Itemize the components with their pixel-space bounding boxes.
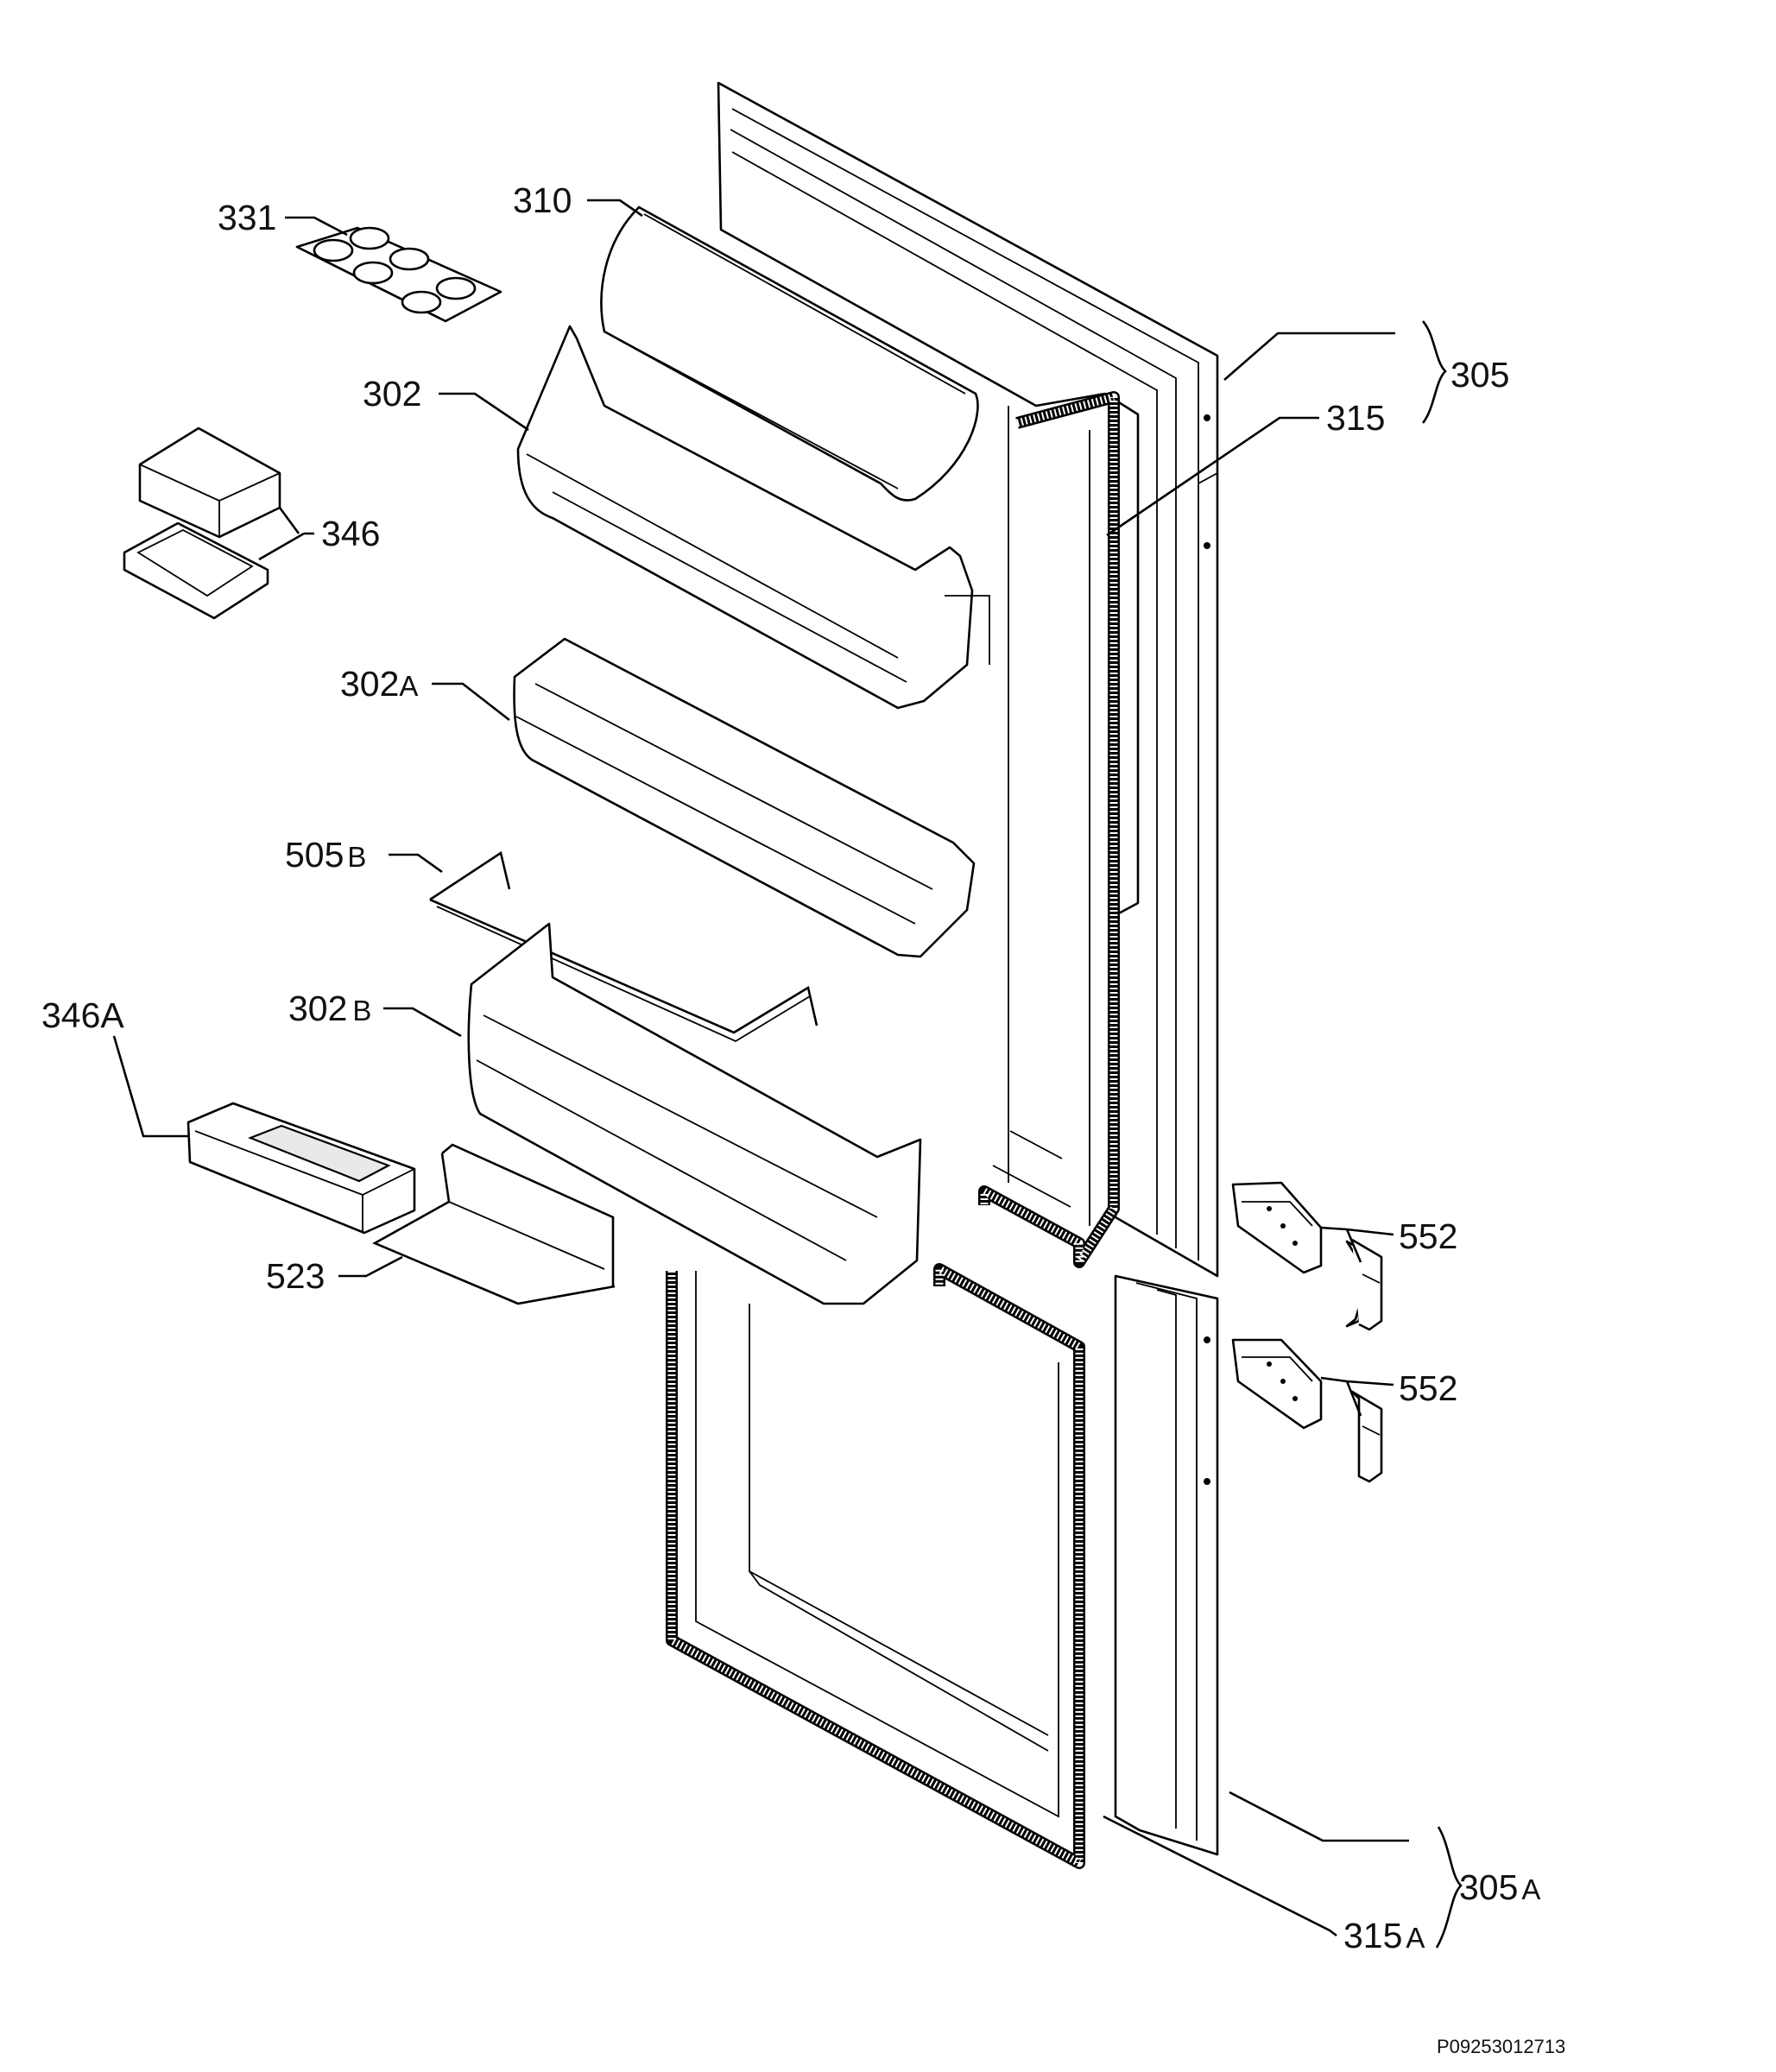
part-302b-door-shelf	[467, 922, 922, 1305]
label-310: 310	[513, 180, 572, 220]
part-346-butter-dish	[123, 426, 281, 620]
part-302-door-shelf	[516, 325, 990, 710]
part-302a-door-shelf	[513, 637, 976, 958]
label-302: 302	[363, 374, 421, 414]
part-552-hinge-upper	[1231, 1181, 1383, 1331]
label-346: 346	[321, 514, 380, 553]
label-305: 305	[1451, 355, 1509, 395]
upper-door-panel	[717, 81, 1219, 1278]
part-346a-storage-box	[186, 1102, 416, 1235]
label-552-lower: 552	[1399, 1368, 1457, 1408]
label-552-upper: 552	[1399, 1216, 1457, 1256]
upper-door-gasket	[978, 391, 1120, 1268]
part-523-wire-rail	[372, 1143, 616, 1305]
lower-door-panel	[1114, 1274, 1219, 1856]
label-523: 523	[266, 1256, 325, 1296]
document-id: P09253012713	[1437, 2036, 1565, 2057]
part-552-hinge-lower	[1231, 1338, 1383, 1483]
leader-lines	[112, 199, 1463, 1949]
label-331: 331	[218, 198, 276, 237]
part-331-egg-tray	[295, 226, 502, 323]
lower-door-gasket	[666, 1263, 1085, 1869]
part-310-shelf-cover	[600, 205, 979, 502]
label-302a: 302A	[340, 664, 418, 704]
label-346a: 346A	[41, 995, 124, 1035]
label-315: 315	[1326, 398, 1385, 438]
